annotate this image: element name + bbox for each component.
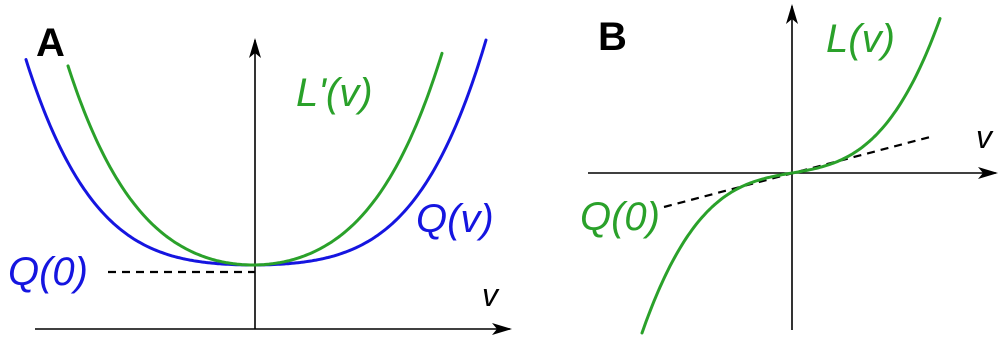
- panel-b-l-label: L(v): [826, 17, 895, 61]
- panel-b-axis-label: v: [976, 119, 994, 155]
- panel-a-letter: A: [36, 21, 65, 65]
- panel-a-intercept-label: Q(0): [8, 250, 88, 294]
- panel-a-axis-label: v: [482, 277, 500, 313]
- panel-b-tangent-dashed-line: [663, 135, 931, 209]
- panel-b: B L(v) Q(0) v: [580, 4, 998, 335]
- panel-b-curve-l: [640, 17, 942, 335]
- panel-b-intercept-label: Q(0): [580, 195, 660, 239]
- panel-a-q-label: Q(v): [416, 197, 494, 241]
- panel-a: A L'(v) Q(v) Q(0) v: [8, 21, 512, 335]
- panel-a-lprime-label: L'(v): [296, 71, 373, 115]
- panel-b-letter: B: [598, 15, 627, 59]
- panel-a-curve-lprime: [66, 51, 444, 267]
